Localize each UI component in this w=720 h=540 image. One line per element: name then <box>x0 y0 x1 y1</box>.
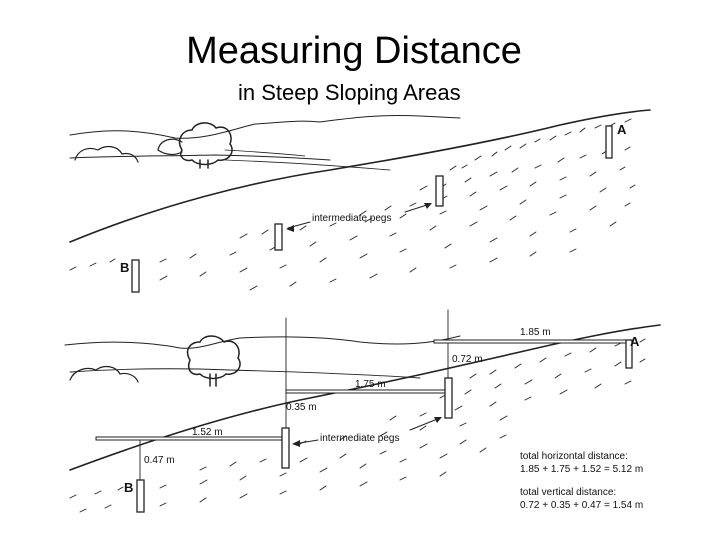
bottom-label-b: B <box>124 480 133 495</box>
bottom-label-v3: 0.47 m <box>144 455 175 466</box>
top-field-line <box>69 154 331 161</box>
bottom-peg-b <box>136 479 145 513</box>
bottom-peg-a <box>625 339 633 369</box>
bottom-label-h1: 1.85 m <box>520 327 551 338</box>
total-vertical-formula: 0.72 + 0.35 + 0.47 = 1.54 m <box>520 500 643 511</box>
top-label-a: A <box>617 122 627 137</box>
bottom-grass <box>69 338 646 513</box>
top-peg-b <box>131 259 140 293</box>
top-tree <box>157 122 233 169</box>
bottom-pole-2 <box>285 389 451 394</box>
bottom-arrow-upper <box>409 417 441 431</box>
bottom-peg-mid-lower <box>281 427 290 469</box>
top-peg-mid-upper <box>435 175 444 207</box>
bottom-field-line <box>69 368 421 379</box>
bottom-label-h2: 1.75 m <box>355 379 386 390</box>
bottom-peg-mid-upper <box>444 377 453 419</box>
slide-subtitle: in Steep Sloping Areas <box>238 80 461 105</box>
bottom-pole-1 <box>433 339 631 344</box>
bottom-hill-line <box>64 335 461 349</box>
total-horizontal-label: total horizontal distance: <box>520 451 628 462</box>
total-horizontal-formula: 1.85 + 1.75 + 1.52 = 5.12 m <box>520 464 643 475</box>
top-field-line-2 <box>224 149 391 171</box>
bottom-label-h3: 1.52 m <box>192 427 223 438</box>
top-peg-a <box>605 125 613 159</box>
bottom-tree <box>186 335 241 387</box>
bottom-label-v2: 0.35 m <box>286 402 317 413</box>
slide-title: Measuring Distance <box>186 30 522 72</box>
bottom-arrowhead-upper <box>434 417 442 423</box>
top-bush-left <box>74 145 139 163</box>
top-peg-mid-lower <box>274 223 283 251</box>
top-grass <box>69 118 636 291</box>
top-label-b: B <box>120 260 129 275</box>
bottom-slope-line <box>69 324 661 471</box>
top-intermediate-label: intermediate pegs <box>312 213 392 224</box>
top-arrowhead-upper <box>424 203 432 209</box>
top-slope-line <box>69 109 651 243</box>
bottom-panel: 1.85 m 0.72 m 1.75 m 0.35 m 1.52 m 0.47 … <box>64 309 661 513</box>
top-arrowhead-lower <box>286 225 294 232</box>
total-vertical-label: total vertical distance: <box>520 487 616 498</box>
bottom-label-v1: 0.72 m <box>452 354 483 365</box>
bottom-intermediate-label: intermediate pegs <box>320 433 400 444</box>
bottom-arrowhead-lower <box>292 440 300 447</box>
top-hill-line <box>69 114 461 139</box>
bottom-bush-left <box>69 365 139 383</box>
bottom-label-a: A <box>630 334 640 349</box>
top-panel: intermediate pegs A B <box>69 109 651 293</box>
